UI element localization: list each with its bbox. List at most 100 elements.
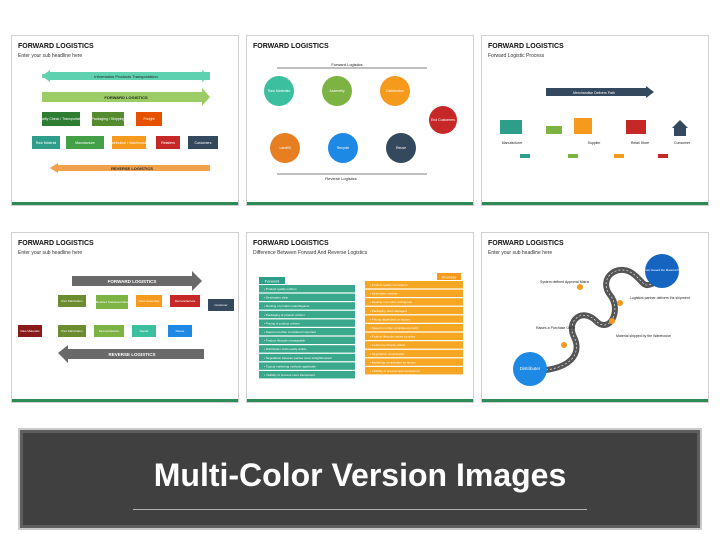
svg-text:Customer: Customer — [214, 303, 227, 307]
svg-text:Recycle: Recycle — [337, 146, 350, 150]
comparison-row — [365, 341, 463, 349]
comparison-row — [259, 336, 355, 344]
svg-text:Raw Materials: Raw Materials — [268, 89, 290, 93]
svg-text:Raw Materials: Raw Materials — [20, 329, 40, 333]
slide-thumbnail-6[interactable]: FORWARD LOGISTICS Enter your sub headlin… — [481, 232, 709, 403]
svg-text:REVERSE LOGISTICS: REVERSE LOGISTICS — [108, 352, 155, 357]
comparison-row-text: • Visibility of process less transparent — [370, 369, 420, 373]
svg-text:Customers: Customers — [195, 141, 212, 145]
road-diagram: Distributer Distributor Issued the Mater… — [513, 254, 690, 386]
comparison-row — [259, 285, 355, 293]
svg-text:Supplier: Supplier — [588, 141, 602, 145]
slide-subtitle: Enter your sub headline here — [18, 53, 83, 59]
svg-text:Distribution: Distribution — [386, 89, 404, 93]
comparison-row — [259, 310, 355, 319]
svg-text:Part Fabrication: Part Fabrication — [61, 299, 83, 303]
comparison-row — [365, 324, 463, 332]
svg-text:End Customers: End Customers — [431, 118, 455, 122]
slide-thumbnail-2[interactable]: FORWARD LOGISTICS Forward Logistics Raw … — [246, 35, 474, 206]
slide-title: FORWARD LOGISTICS — [253, 240, 329, 247]
comparison-row-text: • Product lifecycle issues complex — [370, 335, 416, 339]
svg-text:Assembly: Assembly — [329, 89, 344, 93]
comparison-row-text: • Product lifecycle manageable — [264, 339, 305, 343]
distributor-circle — [513, 352, 547, 386]
comparison-row — [365, 358, 463, 366]
comparison-row — [259, 371, 355, 379]
svg-text:FORWARD LOGISTICS: FORWARD LOGISTICS — [104, 95, 148, 100]
svg-text:Merchandise Delivers Path: Merchandise Delivers Path — [573, 91, 615, 95]
comparison-row-text: • Pricing of product uniform — [264, 321, 301, 325]
svg-text:Forward Logistics: Forward Logistics — [331, 62, 362, 67]
svg-text:Quality Check / Transportation: Quality Check / Transportation — [37, 117, 84, 121]
truck-icon — [546, 126, 562, 134]
comparison-row — [259, 302, 355, 310]
comparison-row — [259, 353, 355, 362]
slide-title: FORWARD LOGISTICS — [488, 240, 564, 247]
svg-text:Retailers: Retailers — [161, 141, 175, 145]
slide-subtitle: Difference Between Forward And Reverse L… — [253, 250, 368, 256]
svg-text:Modules Subassemblies: Modules Subassemblies — [96, 300, 129, 304]
svg-text:Consumer: Consumer — [674, 141, 691, 145]
comparison-table: Forward Reverse • Product quality unifor… — [259, 273, 463, 379]
comparison-row — [259, 362, 355, 370]
comparison-row-text: • Routing of product unambiguous — [264, 304, 310, 308]
slide-thumbnail-5[interactable]: FORWARD LOGISTICS Difference Between For… — [246, 232, 474, 403]
comparison-row-text: • Distribution costs easily visible — [264, 347, 307, 351]
comparison-row-text: • Speed not often considered priority — [370, 326, 419, 330]
svg-text:Reuse: Reuse — [396, 146, 406, 150]
comparison-row-text: • Negotiation complicated — [370, 352, 404, 356]
comparison-row — [365, 281, 463, 289]
slide-thumbnail-4[interactable]: FORWARD LOGISTICS Enter your sub headlin… — [11, 232, 239, 403]
svg-text:REVERSE LOGISTICS: REVERSE LOGISTICS — [111, 166, 153, 171]
comparison-row-text: • Routing of product ambiguous — [370, 300, 412, 304]
banner: Multi-Color Version Images — [18, 428, 702, 530]
svg-text:Raw Material: Raw Material — [36, 141, 57, 145]
forward-header: Forward — [265, 279, 280, 284]
comparison-row — [365, 306, 463, 315]
svg-text:Material shipped by the Wareho: Material shipped by the Warehouse — [616, 334, 671, 338]
svg-text:Part Fabrication: Part Fabrication — [61, 329, 83, 333]
svg-text:Remanufacture: Remanufacture — [175, 299, 196, 303]
svg-text:Manufacture: Manufacture — [75, 141, 95, 145]
svg-text:Landfill: Landfill — [279, 146, 290, 150]
slide-thumbnail-1[interactable]: FORWARD LOGISTICS Enter your sub headlin… — [11, 35, 239, 206]
svg-text:Repair: Repair — [140, 329, 149, 333]
forward-arrow — [42, 88, 210, 106]
comparison-row — [259, 319, 355, 327]
banner-title: Multi-Color Version Images — [153, 457, 567, 493]
svg-text:Reuse: Reuse — [176, 329, 185, 333]
slide-title: FORWARD LOGISTICS — [18, 43, 94, 50]
info-label: Information Products Transportation — [94, 74, 158, 79]
comparison-row-text: • Costs less directly visible — [370, 343, 406, 347]
svg-text:Retail Store: Retail Store — [631, 141, 649, 145]
svg-text:Distributor Issued the Materia: Distributor Issued the Material Receipt — [637, 268, 688, 272]
comparison-row-text: • Packaging of product uniform — [264, 313, 305, 317]
comparison-row — [259, 328, 355, 336]
comparison-row — [259, 345, 355, 353]
reverse-header: Reverse — [442, 275, 458, 280]
comparison-row-text: • Destination clear — [264, 296, 288, 300]
comparison-row-text: • Visibility of process more transparent — [264, 373, 315, 377]
process-diagram: Merchandise Delivers Path Manufacturer S… — [500, 86, 691, 158]
slide-thumbnail-3[interactable]: FORWARD LOGISTICS Forward Logistic Proce… — [481, 35, 709, 206]
svg-text:Remanufacture: Remanufacture — [99, 329, 120, 333]
comparison-row — [365, 289, 463, 297]
comparison-row-text: • Negotiation between parties more strai… — [264, 356, 332, 360]
svg-text:Reverse Logistics: Reverse Logistics — [325, 176, 357, 181]
comparison-row — [259, 293, 355, 301]
flow-diagram: Information Products Transportation FORW… — [32, 70, 218, 173]
svg-text:Freight: Freight — [144, 117, 155, 121]
comparison-row — [365, 367, 463, 375]
svg-text:Logistics partner delivers the: Logistics partner delivers the shipment — [630, 296, 690, 300]
slide-title: FORWARD LOGISTICS — [253, 43, 329, 50]
cycle-diagram: Forward Logistics Raw Materials Assembly… — [264, 62, 457, 181]
svg-text:Manufacturer: Manufacturer — [502, 141, 523, 145]
svg-text:Distributer: Distributer — [520, 366, 541, 371]
comparison-row-text: • Packaging often damaged — [370, 309, 407, 313]
comparison-row — [365, 298, 463, 306]
comparison-row-text: • Product quality not uniform — [370, 283, 408, 287]
comparison-row-text: • Product quality uniform — [264, 287, 297, 291]
supplier-icon — [574, 118, 592, 134]
info-arrow — [42, 70, 210, 82]
loop-diagram: FORWARD LOGISTICS Raw Materials Part Fab… — [18, 271, 234, 363]
